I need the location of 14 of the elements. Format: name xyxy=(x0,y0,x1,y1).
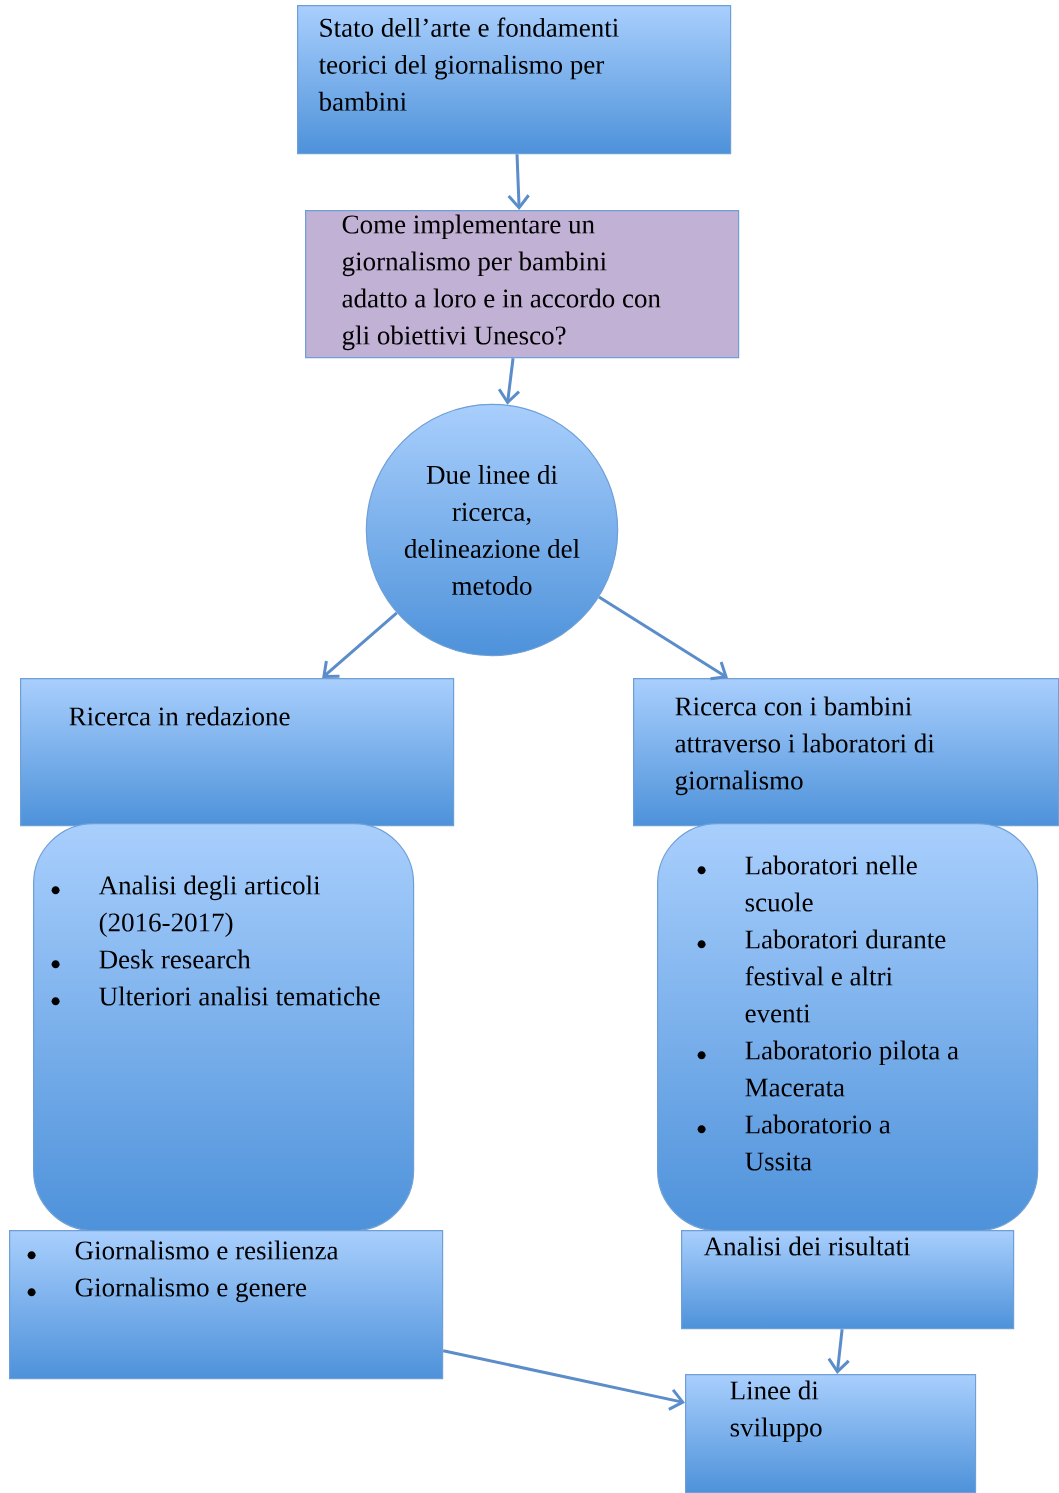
arrow xyxy=(827,1329,850,1374)
process-box: Ricerca con i bambini attraverso i laboratori di giornalismo xyxy=(633,678,1059,827)
process-box: Ricerca in redazione xyxy=(20,678,455,827)
circle-node: Due linee di ricerca, delineazione del metodo xyxy=(365,403,619,657)
arrow xyxy=(507,154,530,210)
process-box: Giornalismo e resilienza Giornalismo e genere xyxy=(9,1230,444,1380)
process-box: Analisi dei risultati xyxy=(681,1230,1015,1330)
arrow xyxy=(497,358,521,405)
arrow xyxy=(322,611,398,678)
arrow xyxy=(598,595,728,681)
arrow xyxy=(442,1349,685,1411)
question-box: Come implementare un giornalismo per bambini adatto a loro e in accordo con gli obiettivi Unesco? xyxy=(305,210,740,359)
process-box: Stato dell’arte e fondamenti teorici del giornalismo per bambini xyxy=(297,5,732,155)
process-box: Linee di sviluppo xyxy=(685,1374,977,1493)
